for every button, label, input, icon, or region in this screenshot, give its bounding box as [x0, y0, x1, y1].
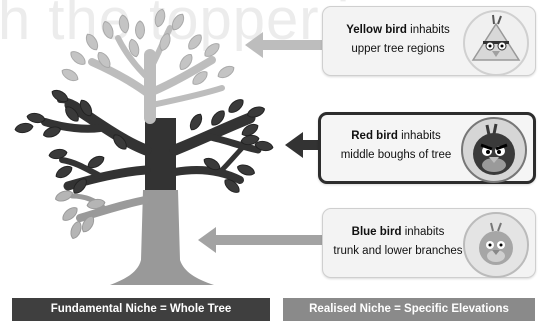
realised-niche-banner: Realised Niche = Specific Elevations	[283, 298, 535, 321]
bird-name: Red bird	[351, 130, 398, 142]
yellow-bird-box: Yellow bird inhabits upper tree regions	[322, 6, 536, 76]
inhabits-label: inhabits	[406, 24, 450, 36]
region-label: upper tree regions	[351, 43, 445, 55]
region-label: trunk and lower branches	[333, 245, 463, 257]
inhabits-label: inhabits	[401, 226, 445, 238]
bird-name: Yellow bird	[346, 24, 407, 36]
fundamental-niche-banner: Fundamental Niche = Whole Tree	[12, 298, 270, 321]
yellow-bird-icon	[463, 10, 529, 76]
region-label: middle boughs of tree	[340, 149, 452, 161]
tree-illustration	[13, 7, 275, 285]
inhabits-label: inhabits	[397, 130, 441, 142]
red-bird-icon	[461, 117, 527, 183]
arrow-to-middle	[285, 132, 325, 158]
tree-trunk	[110, 190, 214, 285]
blue-bird-icon	[463, 212, 529, 278]
arrow-to-lower	[198, 227, 325, 253]
red-bird-text: Red bird inhabits middle boughs of tree	[321, 127, 471, 165]
blue-bird-text: Blue bird inhabits trunk and lower branc…	[323, 223, 473, 261]
red-bird-box: Red bird inhabits middle boughs of tree	[318, 112, 536, 184]
blue-bird-box: Blue bird inhabits trunk and lower branc…	[322, 208, 536, 278]
bird-name: Blue bird	[351, 226, 402, 238]
yellow-bird-text: Yellow bird inhabits upper tree regions	[323, 21, 473, 59]
arrow-to-upper	[245, 32, 325, 58]
